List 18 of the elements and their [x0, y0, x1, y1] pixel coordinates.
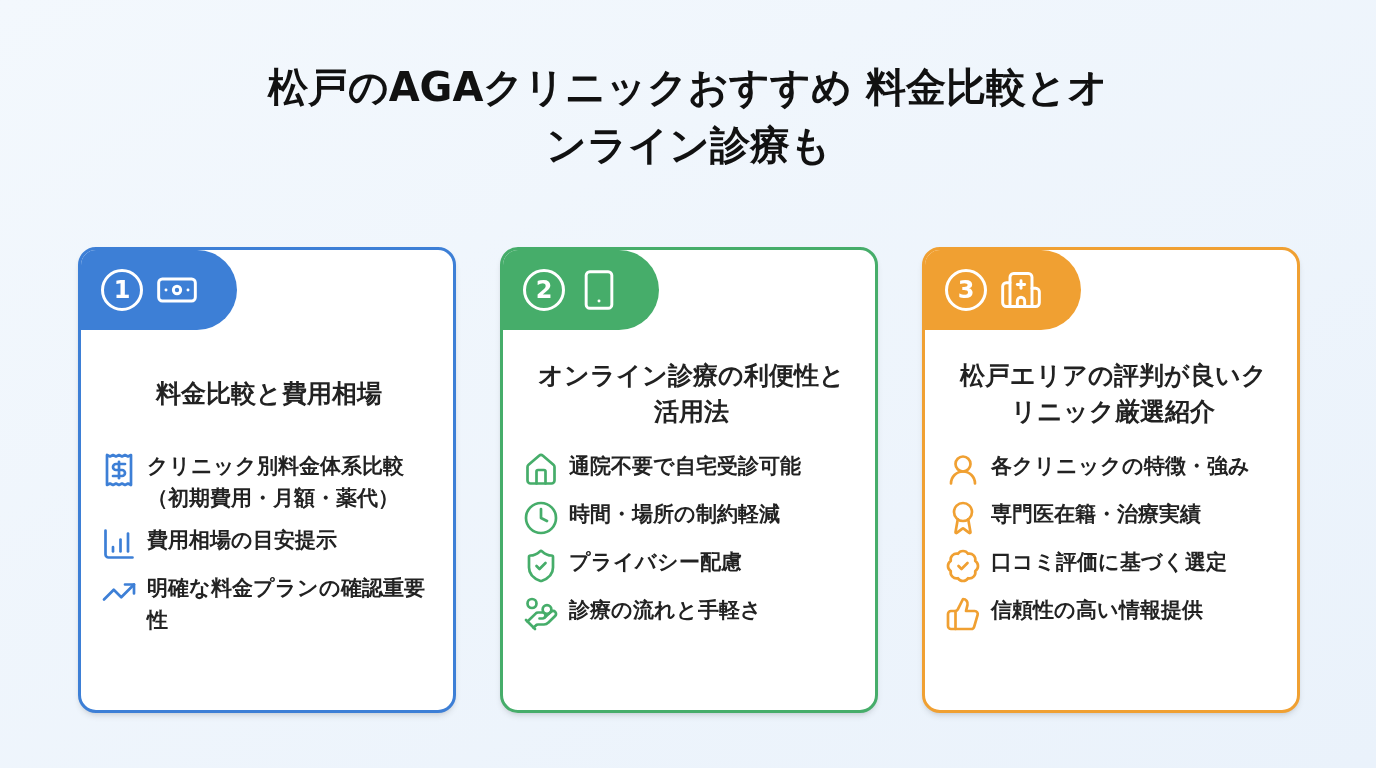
list-item: 各クリニックの特徴・強み: [991, 453, 1250, 480]
list-item: 費用相場の目安提示: [147, 527, 337, 554]
list-item: 時間・場所の制約軽減: [569, 501, 780, 528]
card: [78, 247, 456, 713]
list-item: 専門医在籍・治療実績: [991, 501, 1201, 528]
list-item: プライバシー配慮: [569, 549, 742, 576]
card-heading: オンライン診療の利便性と活用法: [536, 360, 846, 428]
card-heading: 松戸エリアの評判が良いクリニック厳選紹介: [958, 360, 1268, 428]
list-item: 信頼性の高い情報提供: [991, 597, 1203, 624]
card: [922, 247, 1300, 713]
card: [500, 247, 878, 713]
list-item: 明確な料金プランの確認重要性: [147, 575, 426, 634]
list-item: クリニック別料金体系比較（初期費用・月額・薬代）: [147, 453, 405, 512]
list-item: 通院不要で自宅受診可能: [569, 453, 801, 480]
list-item: 口コミ評価に基づく選定: [991, 549, 1227, 576]
list-item: 診療の流れと手軽さ: [569, 597, 762, 624]
title: 松戸のAGAクリニックおすすめ 料金比較とオンライン診療も: [266, 63, 1110, 170]
card-heading: 料金比較と費用相場: [154, 378, 383, 410]
